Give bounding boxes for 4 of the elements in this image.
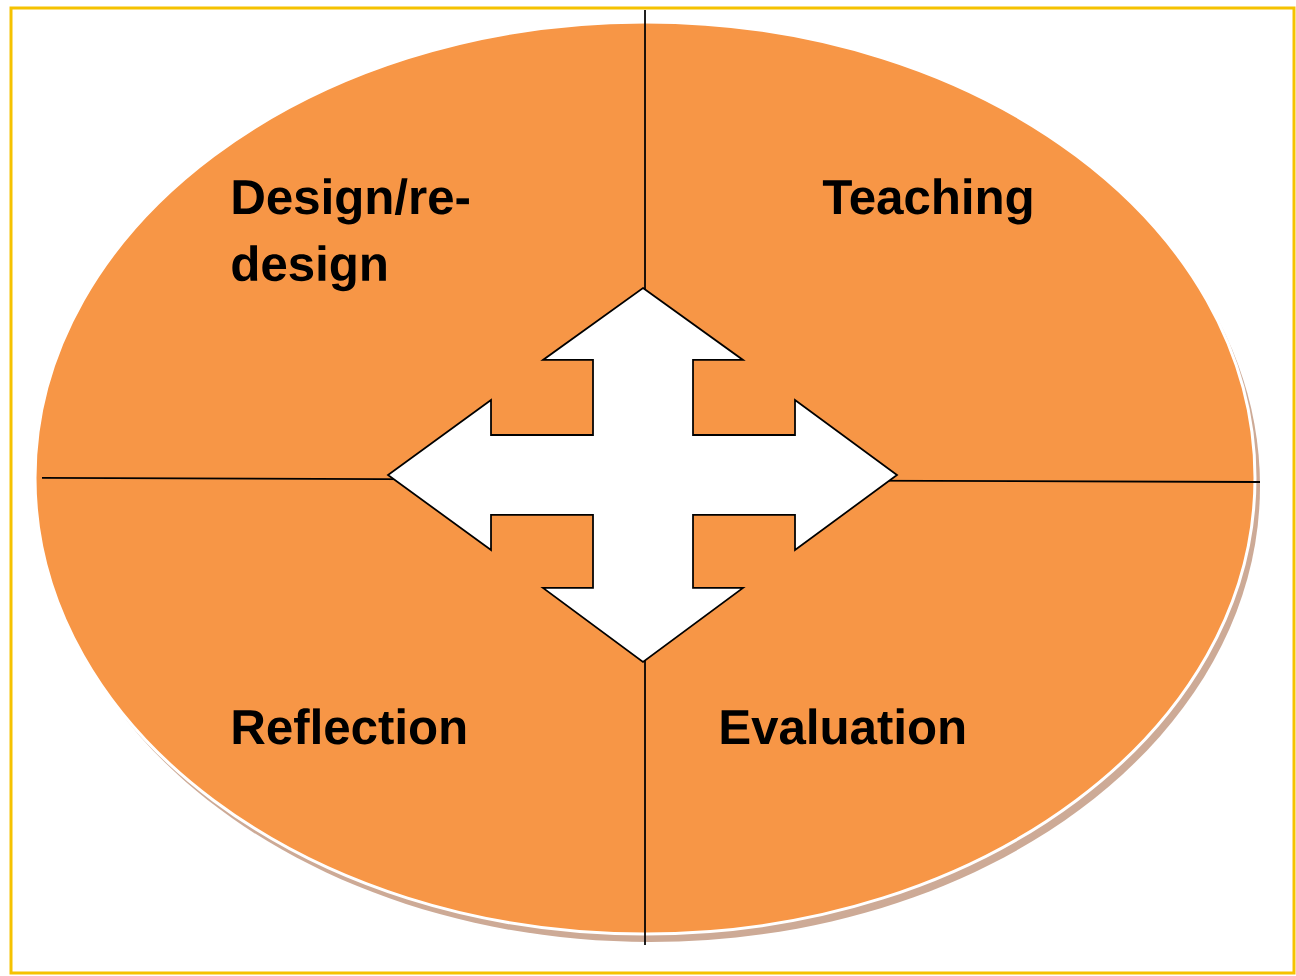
quadrant-label: Reflection [233, 708, 466, 745]
quadrant-label: Teaching [822, 178, 1032, 225]
quadrant-label: Design/re-design [232, 178, 469, 292]
quadrant-label: Evaluation [721, 708, 965, 745]
